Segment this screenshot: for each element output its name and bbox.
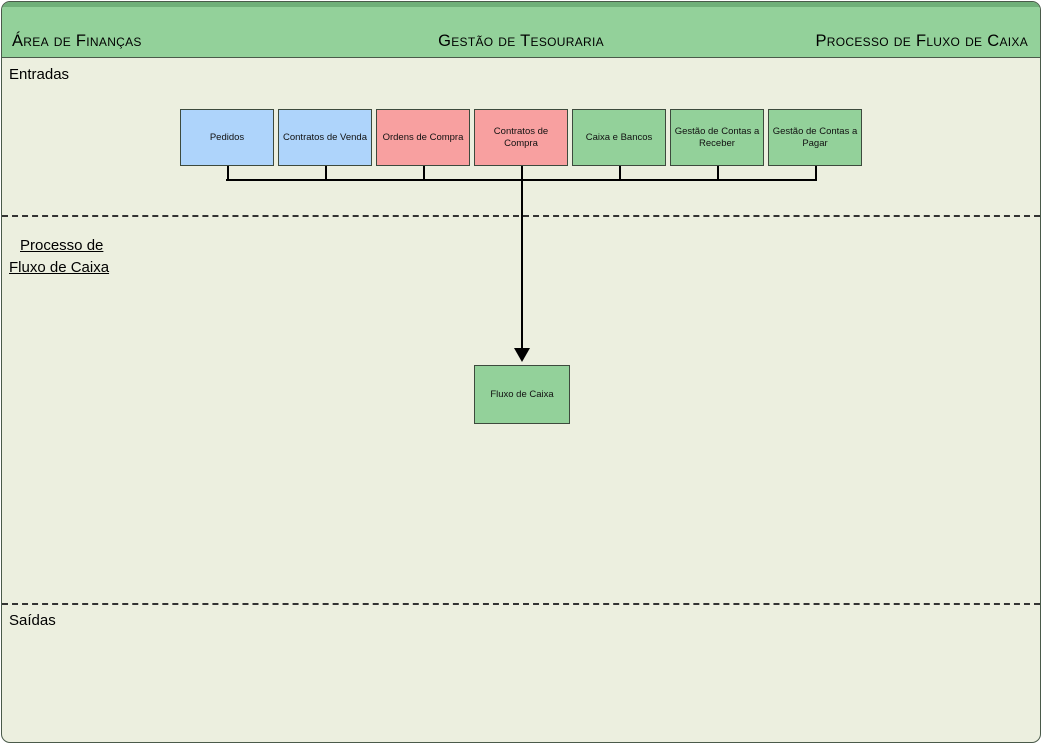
input-box-1[interactable]: Contratos de Venda	[278, 109, 372, 166]
lane-label-saidas: Saídas	[9, 612, 56, 629]
input-box-label: Contratos de Venda	[283, 131, 367, 143]
lane-label-processo-line1: Processo de	[20, 237, 104, 254]
input-box-label: Caixa e Bancos	[585, 131, 653, 143]
input-box-4[interactable]: Caixa e Bancos	[572, 109, 666, 166]
title-bar: Área de Finanças Gestão de Tesouraria Pr…	[2, 2, 1040, 58]
input-box-label: Gestão de Contas a Receber	[674, 125, 760, 149]
input-box-label: Pedidos	[209, 131, 245, 143]
connector-stub-3	[521, 166, 523, 180]
connector-stub-6	[815, 166, 817, 180]
process-box-label: Fluxo de Caixa	[490, 389, 554, 400]
top-strip	[2, 2, 1040, 7]
input-box-label: Contratos de Compra	[493, 125, 549, 149]
title-process-group-label: Gestão de Tesouraria	[438, 32, 604, 50]
connector-stub-4	[619, 166, 621, 180]
input-box-6[interactable]: Gestão de Contas a Pagar	[768, 109, 862, 166]
input-box-2[interactable]: Ordens de Compra	[376, 109, 470, 166]
input-box-0[interactable]: Pedidos	[180, 109, 274, 166]
title-area-label: Área de Finanças	[12, 32, 142, 50]
input-box-label: Gestão de Contas a Pagar	[772, 125, 858, 149]
title-process-label: Processo de Fluxo de Caixa	[815, 32, 1028, 50]
flow-arrow-line	[521, 166, 523, 356]
lane-label-processo: Processo de Fluxo de Caixa	[9, 235, 109, 279]
input-box-label: Ordens de Compra	[382, 131, 464, 143]
input-box-3[interactable]: Contratos de Compra	[474, 109, 568, 166]
connector-stub-5	[717, 166, 719, 180]
lane-label-processo-line2: Fluxo de Caixa	[9, 259, 110, 276]
lane-label-entradas: Entradas	[9, 66, 70, 83]
process-box-fluxo-de-caixa[interactable]: Fluxo de Caixa	[474, 365, 570, 424]
input-box-5[interactable]: Gestão de Contas a Receber	[670, 109, 764, 166]
connector-stub-2	[423, 166, 425, 180]
flow-arrow-head	[514, 348, 530, 362]
connector-stub-0	[227, 166, 229, 180]
connector-stub-1	[325, 166, 327, 180]
lane-separator-saidas	[2, 603, 1040, 605]
